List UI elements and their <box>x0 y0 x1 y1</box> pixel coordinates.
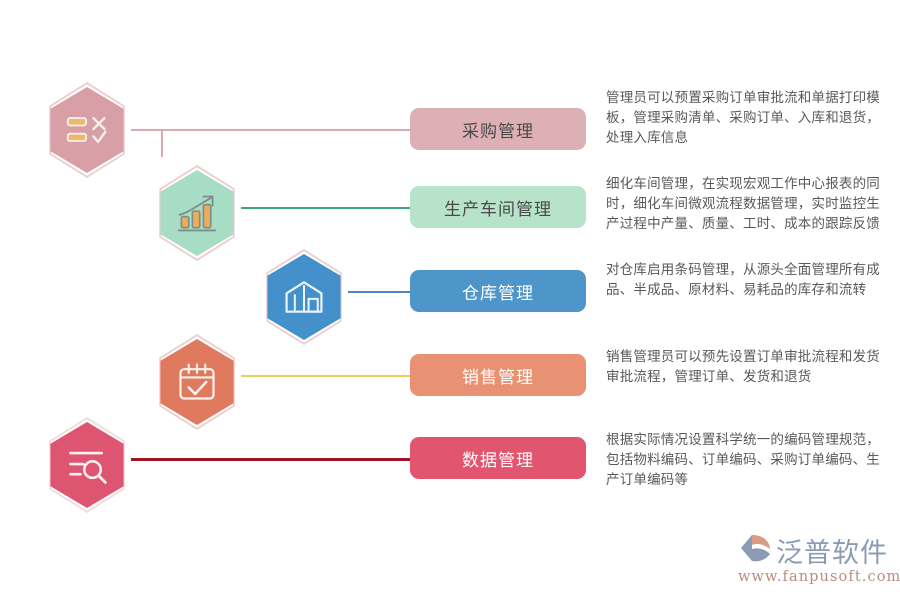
fanpu-logo-mark <box>738 532 772 569</box>
module-pill-label: 生产车间管理 <box>444 199 552 219</box>
module-pill-label: 数据管理 <box>462 450 534 470</box>
module-pill-workshop[interactable]: 生产车间管理 <box>410 186 586 228</box>
hex-node-data[interactable] <box>41 413 133 517</box>
brand-name: 泛普软件 <box>776 537 888 569</box>
data-search-icon <box>49 422 125 508</box>
hex-outer-ring-procurement <box>49 81 125 179</box>
hex-node-procurement[interactable] <box>41 78 133 182</box>
module-pill-warehouse[interactable]: 仓库管理 <box>410 270 586 312</box>
hex-outer-ring-data <box>49 416 125 514</box>
hex-outer-ring-workshop <box>159 164 235 262</box>
connector-line-sales <box>241 375 418 377</box>
calendar-check-icon <box>159 339 235 425</box>
bar-chart-growth-icon <box>159 170 235 256</box>
hex-outer-ring-warehouse <box>266 248 342 346</box>
module-description-warehouse: 对仓库启用条码管理，从源头全面管理所有成品、半成品、原材料、易耗品的库存和流转 <box>606 262 880 297</box>
hex-node-workshop[interactable] <box>151 161 243 265</box>
module-pill-label: 采购管理 <box>462 121 534 141</box>
module-description-sales: 销售管理员可以预先设置订单审批流程和发货审批流程，管理订单、发货和退货 <box>606 349 880 384</box>
module-pill-data[interactable]: 数据管理 <box>410 437 586 479</box>
connector-line-workshop <box>241 207 418 209</box>
hex-node-sales[interactable] <box>151 330 243 434</box>
module-description-data: 根据实际情况设置科学统一的编码管理规范，包括物料编码、订单编码、采购订单编码、生… <box>606 432 880 487</box>
module-pill-sales[interactable]: 销售管理 <box>410 354 586 396</box>
hex-node-warehouse[interactable] <box>258 245 350 349</box>
connector-line-bend-procurement <box>161 129 163 157</box>
warehouse-building-icon <box>266 254 342 340</box>
hex-outer-ring-sales <box>159 333 235 431</box>
connector-line-data <box>131 458 418 461</box>
module-pill-procurement[interactable]: 采购管理 <box>410 108 586 150</box>
connector-line-procurement <box>131 129 418 131</box>
checklist-approve-icon <box>49 87 125 173</box>
hex-body-sales <box>160 339 234 425</box>
module-pill-label: 销售管理 <box>462 367 534 387</box>
module-pill-label: 仓库管理 <box>462 283 534 303</box>
connector-line-warehouse <box>348 291 418 293</box>
brand-url: www.fanpusoft.com <box>738 569 900 585</box>
module-description-procurement: 管理员可以预置采购订单审批流和单据打印模板，管理采购清单、采购订单、入库和退货，… <box>606 90 880 145</box>
module-description-workshop: 细化车间管理，在实现宏观工作中心报表的同时，细化车间微观流程数据管理，实时监控生… <box>606 176 880 231</box>
hex-body-procurement <box>50 87 124 173</box>
